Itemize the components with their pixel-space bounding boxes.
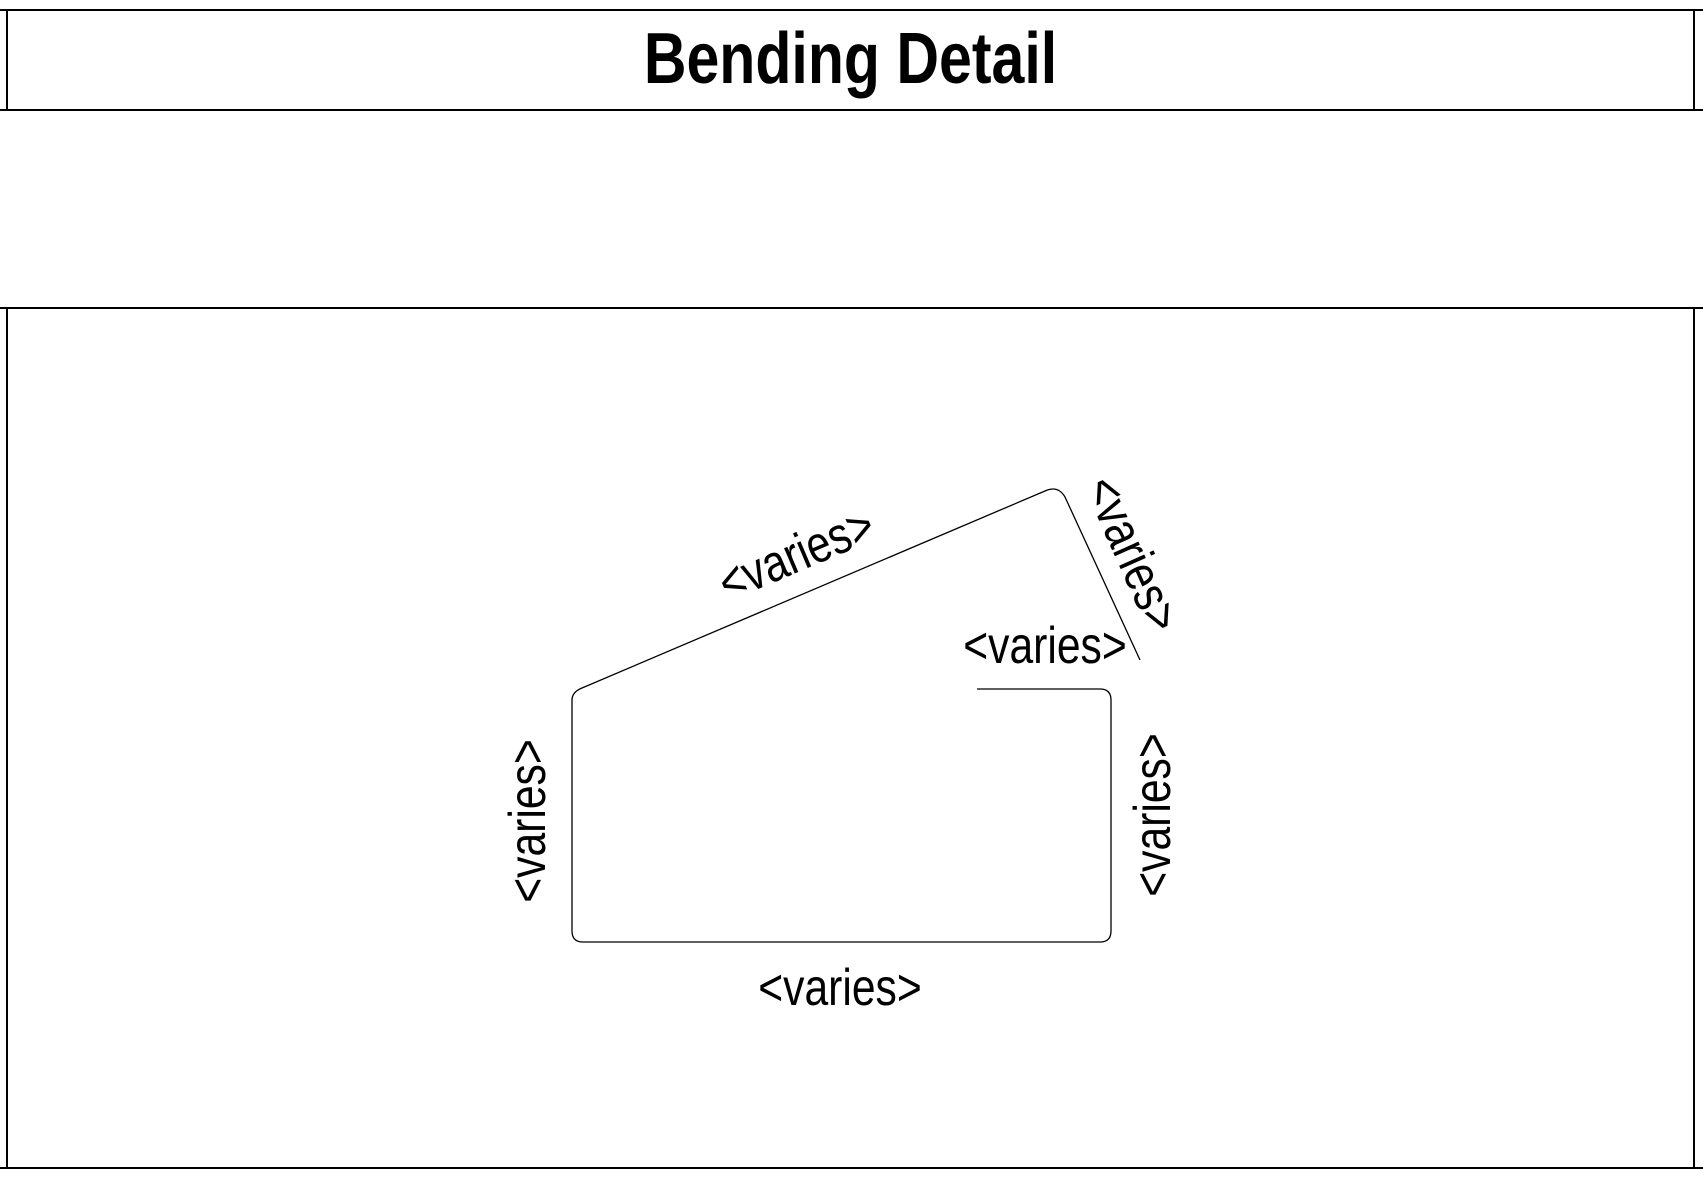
dim-label-top-diagonal: <varies> xyxy=(710,496,883,613)
dim-label-bottom: <varies> xyxy=(758,959,922,1017)
detail-right-border xyxy=(1693,307,1695,1169)
detail-top-border xyxy=(0,307,1703,309)
header-left-border xyxy=(6,9,8,111)
dim-label-left-vertical: <varies> xyxy=(499,739,557,903)
page-title: Bending Detail xyxy=(643,19,1058,99)
dim-label-right-vertical: <varies> xyxy=(1124,733,1182,897)
dim-label-inner-top: <varies> xyxy=(963,617,1127,675)
header-bottom-border xyxy=(0,109,1703,111)
bar-outline xyxy=(571,488,1141,943)
detail-bottom-border xyxy=(0,1167,1703,1169)
header-top-border xyxy=(0,9,1703,11)
header-right-border xyxy=(1693,9,1695,111)
detail-left-border xyxy=(6,307,8,1169)
